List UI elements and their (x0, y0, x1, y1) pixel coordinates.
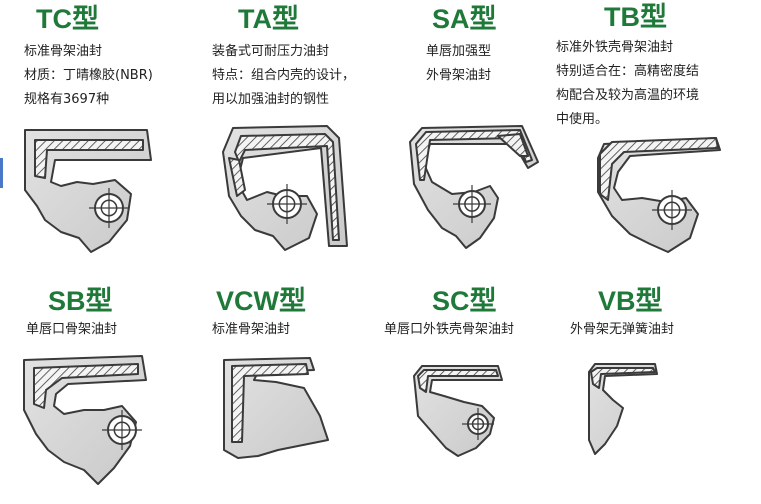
desc-line: 用以加强油封的钢性 (212, 92, 330, 107)
desc-line: 规格有3697种 (24, 92, 110, 107)
seal-description: 装备式可耐压力油封 特点：组合内壳的设计， 用以加强油封的钢性 (212, 40, 355, 112)
left-edge-marker (0, 158, 3, 188)
seal-description: 标准骨架油封 材质：丁晴橡胶(NBR) 规格有3697种 (24, 40, 153, 112)
seal-title: SA型 (432, 4, 497, 34)
seal-description: 外骨架无弹簧油封 (570, 318, 674, 342)
vb-seal-profile (588, 363, 658, 455)
desc-line: 标准骨架油封 (24, 44, 103, 59)
seal-description: 单唇口外铁壳骨架油封 (384, 318, 514, 342)
desc-line: 标准骨架油封 (212, 322, 291, 337)
desc-line: 构配合及较为高温的环境 (556, 88, 700, 103)
sc-seal-profile (413, 365, 503, 457)
desc-line: 特别适合在：高精密度结 (556, 64, 700, 79)
seal-title: TA型 (238, 4, 299, 34)
ta-seal-profile (222, 125, 348, 251)
desc-line: 装备式可耐压力油封 (212, 44, 330, 59)
seal-title: SB型 (48, 286, 113, 316)
seal-title: SC型 (432, 286, 497, 316)
sb-seal-profile (23, 355, 147, 485)
seal-description: 单唇口骨架油封 (26, 318, 117, 342)
desc-line: 外骨架油封 (426, 68, 492, 83)
desc-line: 单唇口骨架油封 (26, 322, 118, 337)
seal-description: 单唇加强型 外骨架油封 (426, 40, 491, 88)
seal-title: VB型 (598, 286, 663, 316)
desc-line: 外骨架无弹簧油封 (570, 322, 675, 337)
desc-line: 特点：组合内壳的设计， (212, 68, 356, 83)
sa-seal-profile (409, 125, 539, 249)
desc-line: 标准外铁壳骨架油封 (556, 40, 674, 55)
seal-title: VCW型 (216, 286, 306, 316)
desc-line: 单唇加强型 (426, 44, 492, 59)
seal-description: 标准外铁壳骨架油封 特别适合在：高精密度结 构配合及较为高温的环境 中使用。 (556, 36, 699, 132)
desc-line: 单唇口外铁壳骨架油封 (384, 322, 515, 337)
tc-seal-profile (24, 129, 152, 253)
vcw-seal-profile (223, 357, 329, 459)
seal-title: TB型 (604, 2, 667, 32)
tb-seal-profile (597, 137, 721, 253)
desc-line: 材质：丁晴橡胶(NBR) (24, 68, 153, 83)
seal-title: TC型 (36, 4, 99, 34)
desc-line: 中使用。 (556, 112, 609, 127)
seal-description: 标准骨架油封 (212, 318, 290, 342)
